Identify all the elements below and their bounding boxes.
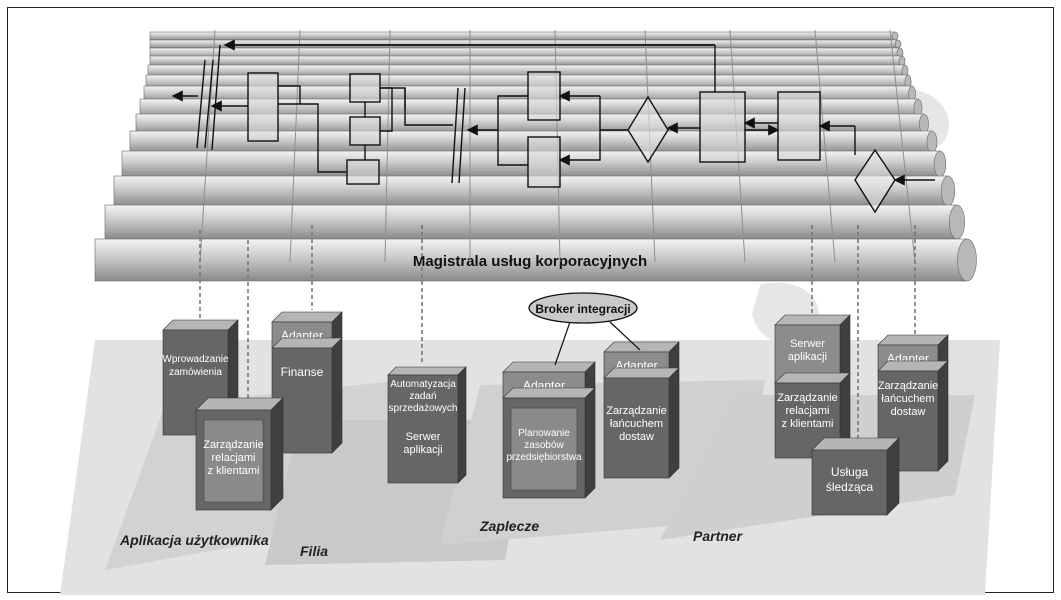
- bus-connectors: [199, 225, 916, 445]
- erp-node-label: zasobów: [524, 440, 564, 451]
- broker-integration: Broker integracji: [528, 292, 641, 366]
- crm-branch-node-label: z klientami: [208, 465, 260, 477]
- erp-node-label: Planowanie: [518, 428, 570, 439]
- bus-label: Magistrala usług korporacyjnych: [413, 253, 647, 270]
- partner-crm-node-label: relacjami: [785, 405, 829, 417]
- bus-pipe: [145, 74, 912, 90]
- sales-automation-node-label: zadań: [409, 391, 436, 402]
- bus-pipe: [149, 39, 902, 49]
- partner-crm-node-label: z klientami: [782, 418, 834, 430]
- partner-app-server-node-label: aplikacji: [788, 351, 827, 363]
- zone-label-user-app: Aplikacja użytkownika: [119, 532, 269, 548]
- sales-automation-node-label: sprzedażowych: [389, 403, 458, 414]
- partner-scm-node-label: dostaw: [891, 406, 926, 418]
- zone-label-partner: Partner: [693, 528, 744, 544]
- partner-scm-node-label: łańcuchem: [881, 393, 934, 405]
- bus-pipe: [149, 31, 899, 41]
- app-server-branch-line: Serwer: [406, 431, 441, 443]
- partner-app-server-node-label: Serwer: [790, 338, 825, 350]
- erp-node-label: przedsiębiorstwa: [506, 452, 581, 463]
- partner-crm-node-label: Zarządzanie: [777, 392, 838, 404]
- bus-pipe: [149, 55, 906, 67]
- zone-label-backend: Zaplecze: [479, 518, 539, 534]
- order-entry-node-label: zamówienia: [169, 367, 222, 378]
- crm-branch-node-label: Zarządzanie: [203, 439, 264, 451]
- tracking-node-label: śledząca: [826, 480, 874, 494]
- bus-pipe: Magistrala usług korporacyjnych: [94, 238, 977, 282]
- zone-label-branch: Filia: [300, 543, 328, 559]
- crm-branch-node-label: relacjami: [211, 452, 255, 464]
- app-server-branch-line: aplikacji: [403, 444, 442, 456]
- sales-automation-node-label: Automatyzacja: [390, 379, 456, 390]
- broker-label: Broker integracji: [535, 302, 630, 316]
- order-entry-node-label: Wprowadzanie: [162, 354, 229, 365]
- process-flow: [171, 39, 935, 214]
- tracking-node-label: Usługa: [831, 465, 869, 479]
- system-nodes: WprowadzaniezamówieniaAdapterFinanseZarz…: [162, 311, 949, 516]
- scm-node-label: Zarządzanie: [606, 405, 667, 417]
- scm-node-label: łańcuchem: [610, 418, 663, 430]
- finance-node-label: Finanse: [281, 365, 324, 379]
- partner-scm-node-label: Zarządzanie: [878, 380, 939, 392]
- bus-pipe: [104, 204, 965, 240]
- scm-node-label: dostaw: [619, 431, 654, 443]
